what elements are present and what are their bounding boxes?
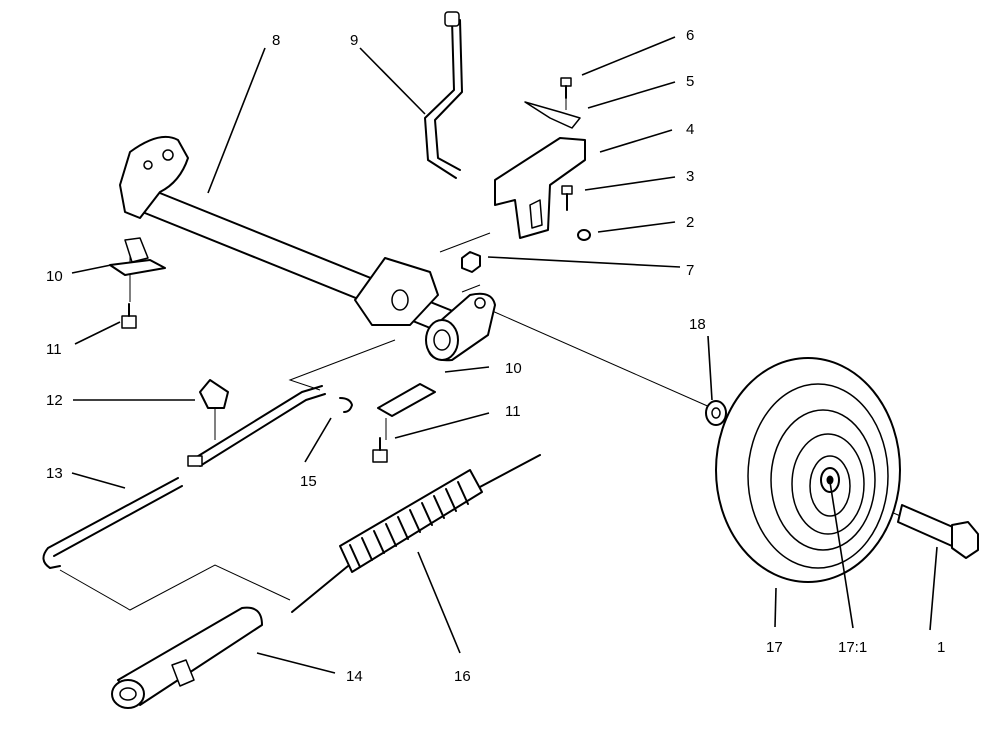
latch-part-12 (199, 379, 229, 409)
callout-9: 9 (350, 32, 358, 49)
callout-17: 17 (766, 639, 783, 656)
clip-bracket-part-10-lower (377, 383, 436, 417)
callout-3: 3 (686, 168, 694, 185)
callout-17-1: 17:1 (838, 639, 867, 656)
callout-18: 18 (689, 316, 706, 333)
bracket-part-4 (494, 137, 586, 239)
screw-part-6 (560, 77, 572, 99)
wheel-bearing-part-17-1 (820, 467, 840, 493)
callout-10-upper: 10 (46, 268, 63, 285)
handle-grip-part-14 (111, 606, 263, 709)
washer-part-18 (705, 400, 727, 426)
callout-1: 1 (937, 639, 945, 656)
callout-7: 7 (686, 262, 694, 279)
bolt-part-11-lower (372, 437, 388, 463)
callout-8: 8 (272, 32, 280, 49)
callout-labels: 1 2 3 4 5 6 7 8 9 10 10 11 11 12 13 14 1… (46, 27, 945, 685)
extension-spring-part-16 (291, 454, 541, 613)
callout-14: 14 (346, 668, 363, 685)
callout-6: 6 (686, 27, 694, 44)
callout-13: 13 (46, 465, 63, 482)
bolt-part-3 (561, 185, 573, 211)
spring-clip-part-5 (524, 101, 581, 129)
callout-16: 16 (454, 668, 471, 685)
bolt-part-11-upper (121, 303, 137, 329)
callout-4: 4 (686, 121, 694, 138)
wheel-part-17 (715, 357, 901, 583)
callout-15: 15 (300, 473, 317, 490)
link-rod (187, 385, 326, 467)
callout-10-lower: 10 (505, 360, 522, 377)
nut-part-7 (461, 251, 481, 273)
retaining-ring-part-15 (339, 397, 353, 413)
callout-11-upper: 11 (46, 341, 62, 358)
leader-lines (71, 36, 938, 674)
callout-2: 2 (686, 214, 694, 231)
callout-11-lower: 11 (505, 403, 521, 420)
callout-5: 5 (686, 73, 694, 90)
clip-bracket-part-10-upper (109, 237, 166, 276)
washer-part-2 (577, 229, 591, 241)
callout-12: 12 (46, 392, 63, 409)
shoulder-bolt-part-1 (897, 504, 979, 559)
adjust-rod-part-9 (424, 11, 463, 179)
bent-rod-part-13 (42, 477, 183, 569)
axle-shaft-part-8 (119, 136, 496, 362)
